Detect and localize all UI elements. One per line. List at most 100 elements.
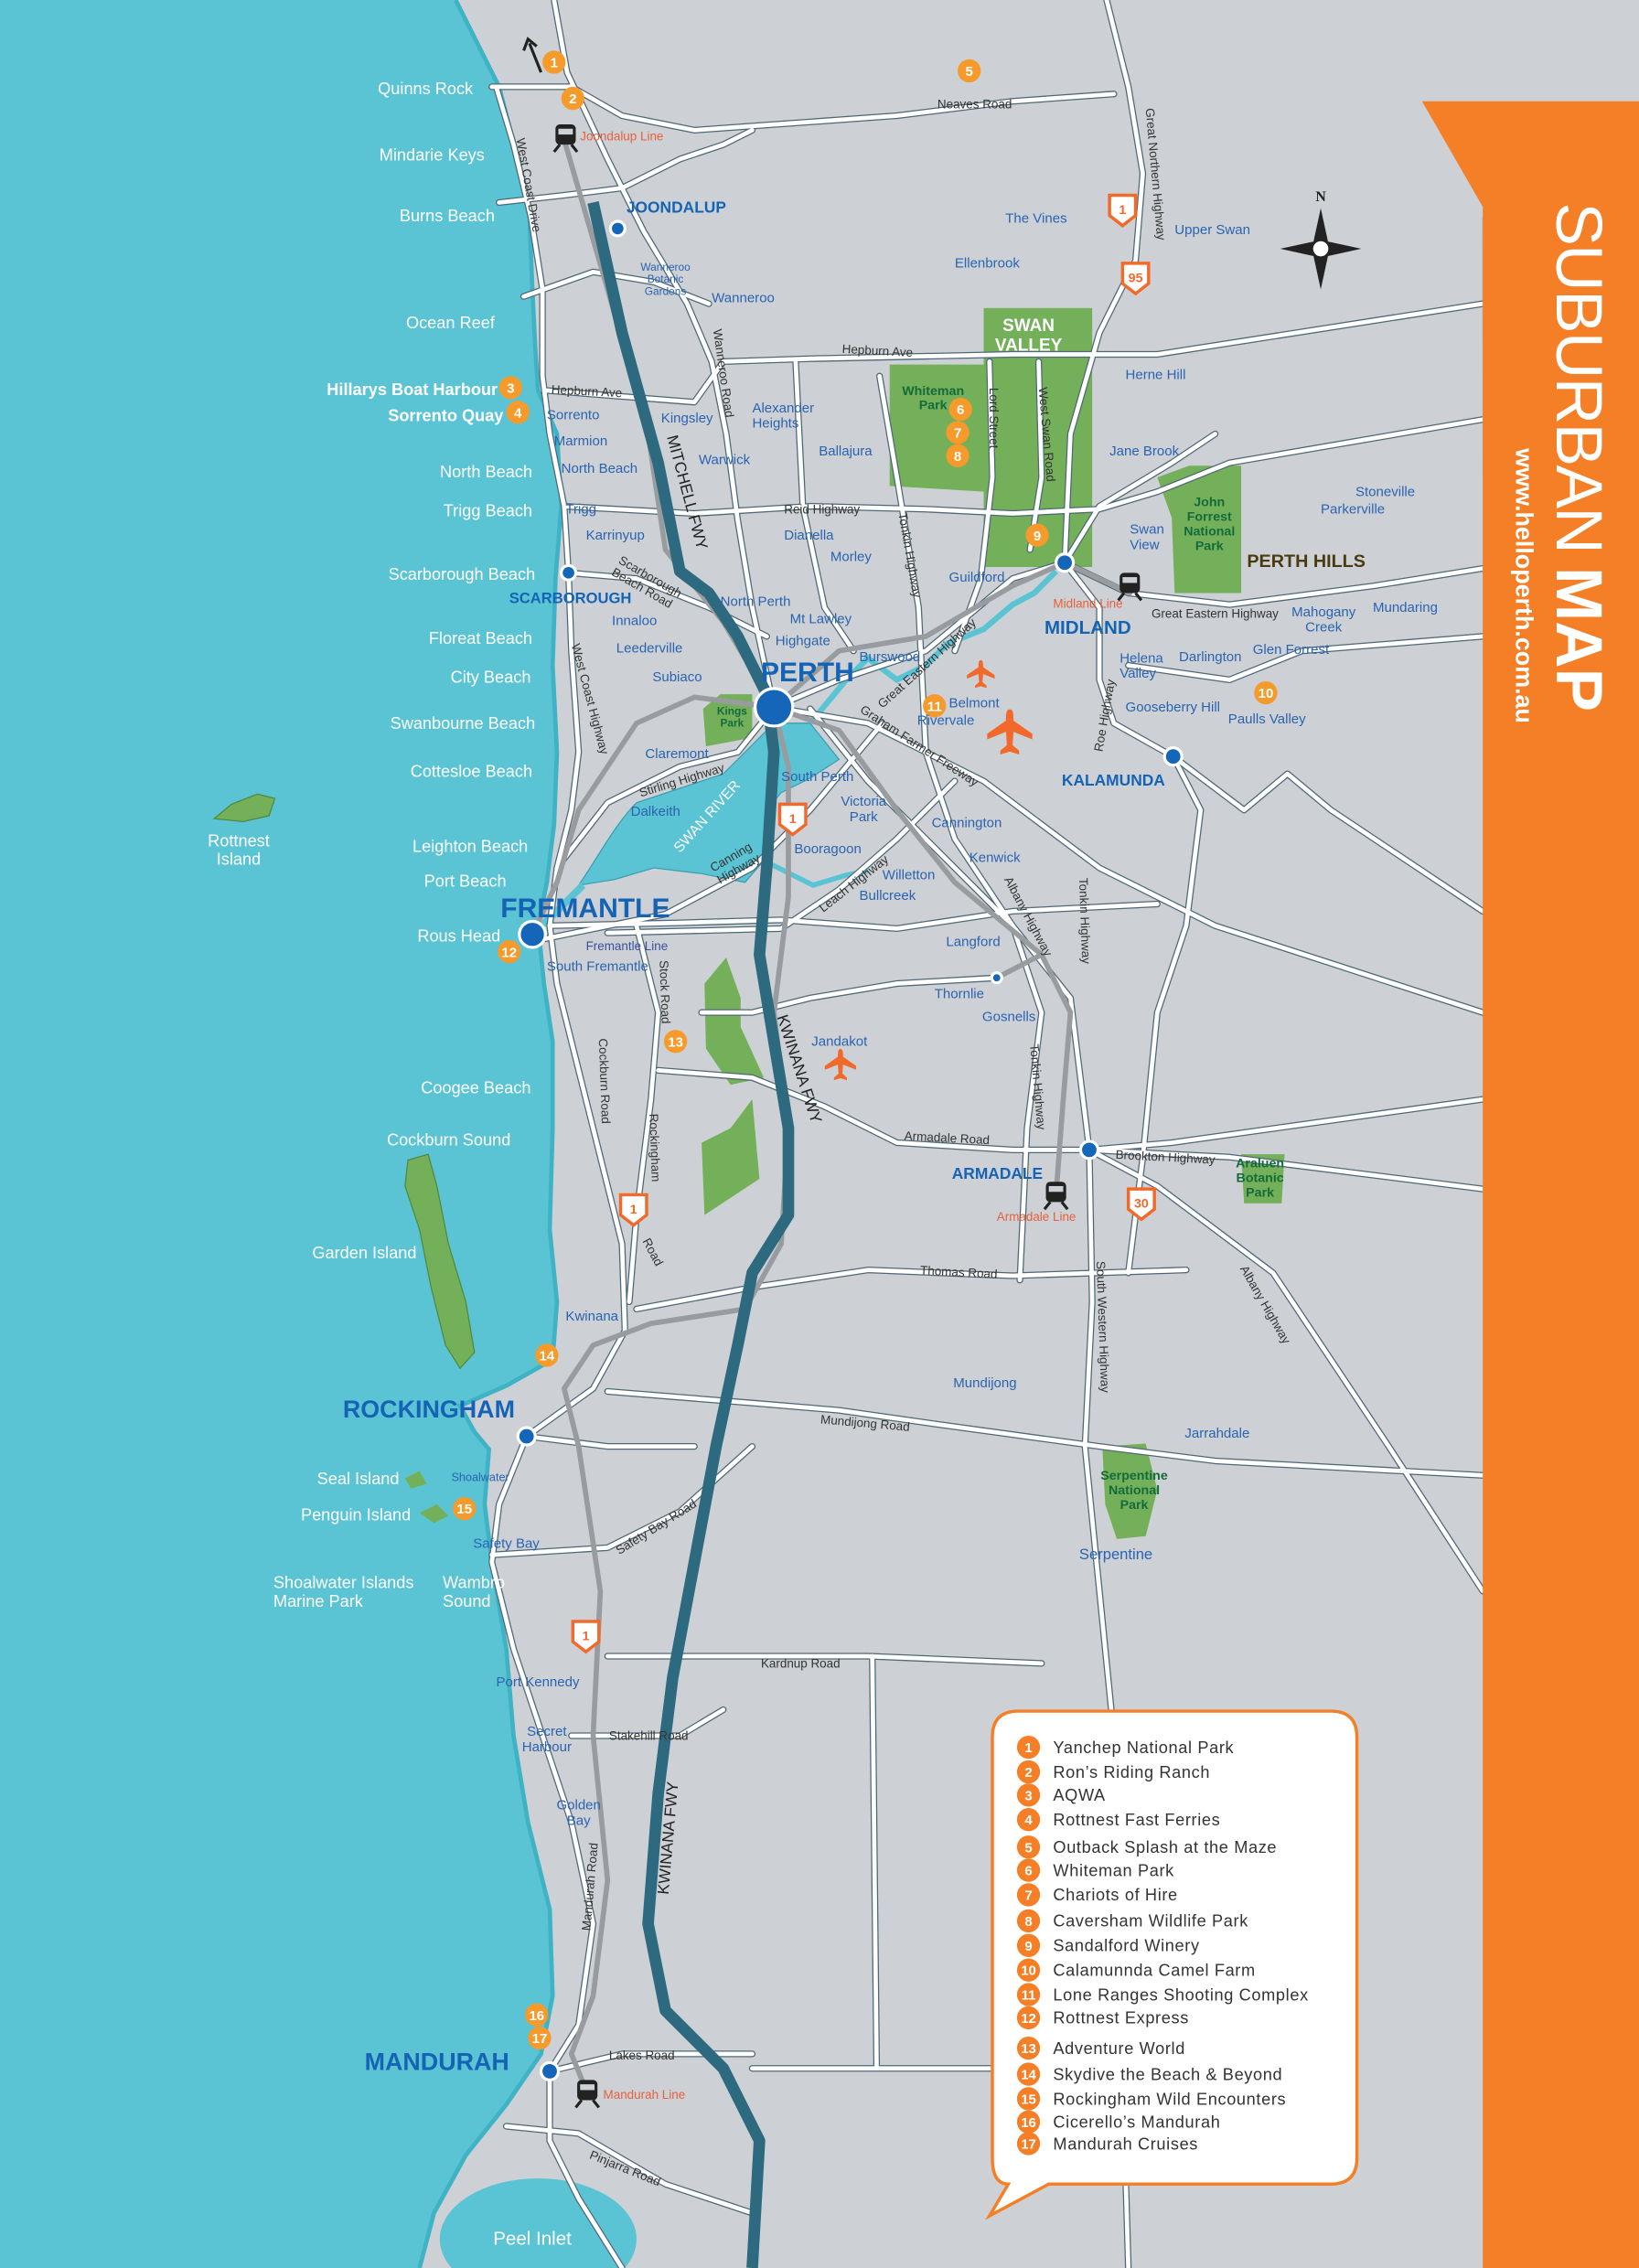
park-label-line: Kings — [717, 704, 747, 717]
suburb-label: Dianella — [784, 528, 834, 543]
suburb-label-line: Secret — [527, 1724, 567, 1739]
suburb-label: Booragoon — [794, 841, 861, 857]
attraction-number: 14 — [540, 1349, 555, 1364]
suburb-label: Mt Lawley — [790, 612, 852, 627]
attraction-marker[interactable]: 17 — [528, 2026, 552, 2050]
attraction-marker[interactable]: 9 — [1025, 523, 1049, 547]
suburb-label: Stoneville — [1355, 485, 1415, 500]
town-label: SCARBOROUGH — [509, 590, 632, 607]
attraction-marker[interactable]: 2 — [561, 86, 584, 111]
road — [562, 417, 1485, 516]
attraction-marker[interactable]: 8 — [946, 444, 969, 467]
legend-number-badge — [1016, 2062, 1041, 2086]
road — [569, 1707, 726, 1738]
suburb-label: Rivervale — [917, 712, 975, 728]
station-dot — [990, 971, 1003, 985]
attraction-marker[interactable]: 12 — [498, 940, 521, 964]
suburb-label: Belmont — [949, 695, 1001, 711]
suburb-label-line: Valley — [1119, 666, 1156, 681]
stations — [516, 219, 1184, 2081]
attraction-marker[interactable]: 5 — [958, 59, 981, 83]
road — [877, 373, 1044, 1283]
suburb-label: Ballajura — [819, 444, 873, 459]
attraction-number: 15 — [456, 1502, 472, 1517]
attraction-marker[interactable]: 6 — [948, 397, 972, 422]
sidebar-url[interactable]: www.helloperth.com.au — [1511, 447, 1538, 723]
highway-shield-icon: 1 — [777, 802, 808, 837]
station-dot — [1055, 552, 1076, 573]
sidebar-title-bold: MAP — [1542, 567, 1614, 711]
train-icon — [1043, 1182, 1069, 1211]
highway-number: 95 — [1129, 271, 1143, 285]
attraction-marker[interactable]: 16 — [525, 2003, 549, 2027]
rail-line-label: Joondalup Line — [580, 129, 663, 143]
attraction-marker[interactable]: 15 — [453, 1496, 477, 1521]
road — [554, 705, 777, 871]
road — [504, 2124, 755, 2216]
coastal-place-label: Trigg Beach — [444, 502, 532, 520]
park-label-line: Forrest — [1187, 510, 1232, 525]
rail-line-label: Midland Line — [1053, 596, 1122, 610]
attraction-marker[interactable]: 4 — [506, 401, 530, 424]
road-name-label: Brookton Highway — [1115, 1148, 1216, 1167]
park-label-line: SWAN — [1002, 316, 1055, 336]
penguin-island — [419, 1503, 449, 1524]
attraction-marker[interactable]: 7 — [946, 421, 969, 444]
attraction-marker[interactable]: 3 — [498, 376, 522, 400]
park-label-line: National — [1184, 524, 1235, 539]
attraction-number: 8 — [954, 449, 961, 465]
attraction-number: 13 — [668, 1034, 683, 1050]
coastal-place-label: Ocean Reef — [406, 314, 496, 332]
airport-icon — [987, 709, 1033, 754]
suburb-label: Innaloo — [612, 613, 657, 628]
suburb-label: Jandakot — [811, 1034, 868, 1050]
legend-label: Mandurah Cruises — [1053, 2134, 1198, 2153]
attraction-marker[interactable]: 11 — [923, 694, 947, 718]
road-name-label: Stakehill Road — [609, 1729, 689, 1743]
garden-island — [404, 1153, 476, 1370]
legend-number-badge — [1016, 1958, 1041, 1982]
attraction-marker[interactable]: 10 — [1254, 680, 1278, 705]
train-icon — [574, 2080, 601, 2109]
road-name-label: Hepburn Ave — [841, 342, 913, 359]
road — [547, 902, 1160, 931]
attraction-marker[interactable]: 1 — [542, 50, 566, 74]
legend-label: Caversham Wildlife Park — [1053, 1912, 1248, 1931]
legend-number: 12 — [1021, 2011, 1036, 2027]
suburb-label: Marmion — [554, 433, 607, 449]
attraction-number: 16 — [529, 2008, 544, 2024]
attraction-marker[interactable]: 13 — [663, 1030, 688, 1054]
attraction-marker[interactable]: 14 — [535, 1343, 559, 1367]
suburb-label: Safety Bay — [473, 1535, 540, 1551]
town-label: ARMADALE — [952, 1164, 1043, 1182]
legend-label: Rockingham Wild Encounters — [1053, 2090, 1286, 2108]
suburb-label-line: Victoria — [841, 794, 886, 809]
legend-number: 1 — [1024, 1740, 1032, 1756]
seal-island — [404, 1471, 427, 1489]
coastal-place-label: Garden Island — [312, 1244, 416, 1262]
road — [605, 1389, 1485, 1478]
